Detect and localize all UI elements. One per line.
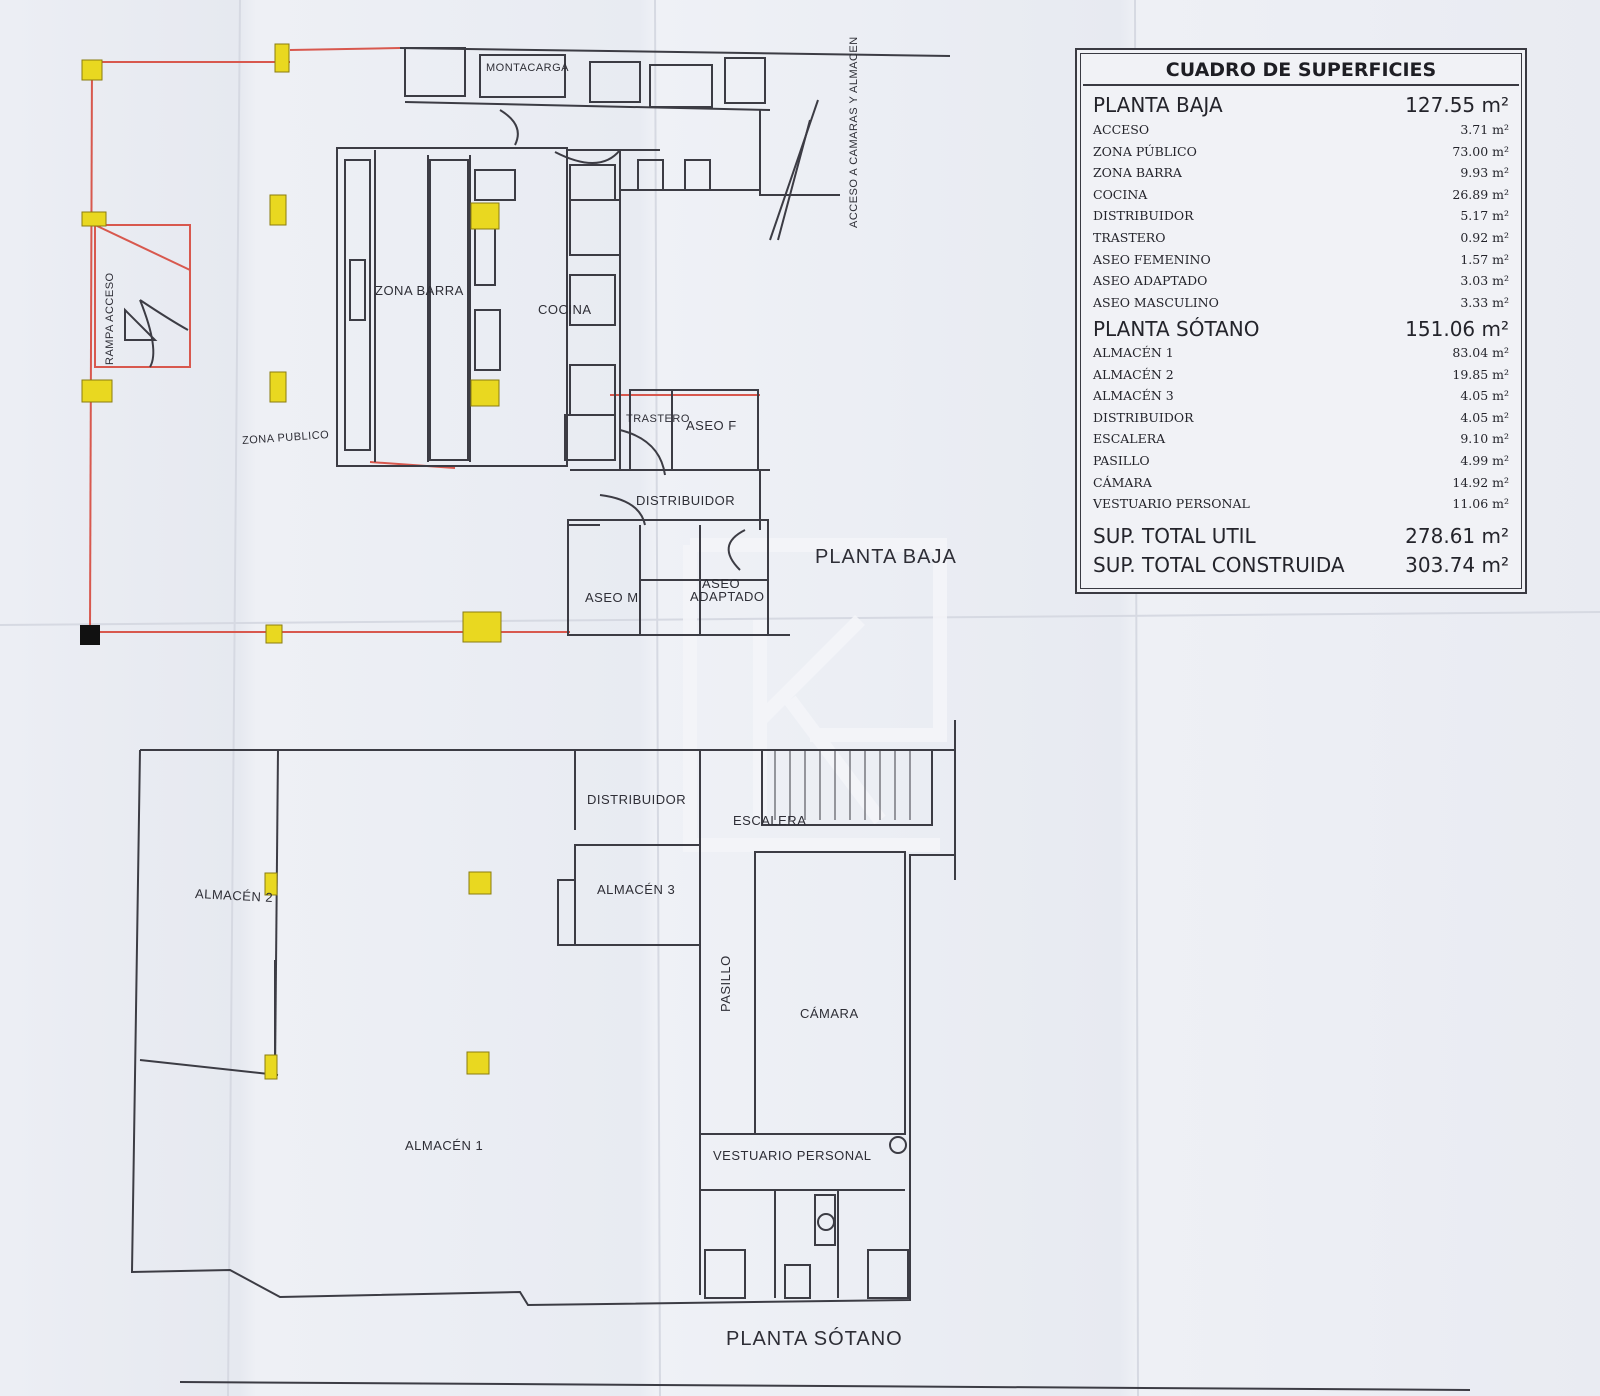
surface-name: ACCESO	[1093, 122, 1150, 137]
room-label-camara: CÁMARA	[800, 1006, 859, 1021]
surface-row: ALMACÉN 3 4.05 m²	[1093, 388, 1509, 403]
surface-row: ALMACÉN 1 83.04 m²	[1093, 345, 1509, 360]
surface-value: 14.92 m²	[1452, 474, 1509, 490]
surface-value: 3.03 m²	[1460, 273, 1509, 289]
surface-value: 0.92 m²	[1460, 230, 1509, 245]
surface-row: COCINA 26.89 m²	[1093, 187, 1509, 202]
surface-row: ASEO MASCULINO 3.33 m²	[1093, 295, 1509, 310]
surface-value: 26.89 m²	[1452, 186, 1509, 202]
surface-name: TRASTERO	[1093, 230, 1166, 245]
room-label-distribuidor-baja: DISTRIBUIDOR	[636, 493, 736, 508]
surface-row: ZONA BARRA 9.93 m²	[1093, 165, 1509, 180]
room-label-pasillo: PASILLO	[718, 955, 733, 1012]
total-util-row: SUP. TOTAL UTIL 278.61 m²	[1093, 524, 1509, 548]
surface-value: 1.57 m²	[1460, 251, 1509, 267]
room-label-rampa-acceso: RAMPA ACCESO	[104, 272, 116, 365]
surface-name: CÁMARA	[1093, 474, 1152, 490]
surface-name: PASILLO	[1093, 453, 1150, 468]
room-label-trastero: TRASTERO	[626, 413, 690, 425]
surface-name: ALMACÉN 3	[1093, 388, 1174, 404]
section-value: 151.06 m²	[1405, 317, 1509, 341]
room-label-distribuidor-sotano: DISTRIBUIDOR	[587, 792, 687, 807]
surface-row: TRASTERO 0.92 m²	[1093, 230, 1509, 245]
surface-name: ESCALERA	[1093, 431, 1166, 447]
surface-name: COCINA	[1093, 186, 1148, 202]
surface-value: 4.05 m²	[1460, 388, 1509, 404]
surface-value: 9.93 m²	[1460, 165, 1509, 181]
basement-title: PLANTA SÓTANO	[726, 1328, 903, 1350]
room-label-aseo-adaptado-2: ADAPTADO	[690, 589, 765, 604]
room-label-zona-barra: ZONA BARRA	[375, 283, 464, 298]
surface-name: DISTRIBUIDOR	[1093, 208, 1194, 224]
room-label-aseo-m: ASEO M	[585, 590, 639, 605]
section-row-planta-baja: PLANTA BAJA 127.55 m²	[1093, 93, 1509, 117]
surface-name: ASEO FEMENINO	[1093, 251, 1211, 267]
section-row-planta-sotano: PLANTA SÓTANO 151.06 m²	[1093, 317, 1509, 341]
section-name: PLANTA BAJA	[1093, 93, 1223, 117]
section-name: PLANTA SÓTANO	[1093, 317, 1260, 341]
total-util-value: 278.61 m²	[1405, 524, 1509, 548]
surface-value: 4.05 m²	[1460, 409, 1509, 425]
room-label-almacen3: ALMACÉN 3	[597, 882, 676, 897]
surface-row: ZONA PÚBLICO 73.00 m²	[1093, 144, 1509, 159]
surface-value: 73.00 m²	[1452, 143, 1509, 159]
surface-name: VESTUARIO PERSONAL	[1093, 496, 1250, 512]
surface-row: DISTRIBUIDOR 5.17 m²	[1093, 208, 1509, 223]
surface-value: 4.99 m²	[1460, 453, 1509, 468]
surface-row: VESTUARIO PERSONAL 11.06 m²	[1093, 496, 1509, 511]
surface-row: DISTRIBUIDOR 4.05 m²	[1093, 410, 1509, 425]
surfaces-table: CUADRO DE SUPERFICIES PLANTA BAJA 127.55…	[1075, 48, 1527, 594]
surface-value: 3.71 m²	[1460, 122, 1509, 137]
surface-value: 83.04 m²	[1452, 345, 1509, 360]
total-construida-value: 303.74 m²	[1405, 553, 1509, 577]
surface-row: CÁMARA 14.92 m²	[1093, 475, 1509, 490]
ground-floor-title: PLANTA BAJA	[815, 546, 957, 568]
surface-name: ZONA BARRA	[1093, 165, 1182, 181]
surface-row: ASEO ADAPTADO 3.03 m²	[1093, 273, 1509, 288]
surface-name: ASEO MASCULINO	[1093, 294, 1219, 310]
surface-value: 19.85 m²	[1452, 366, 1509, 382]
room-label-aseo-adaptado-1: ASEO	[702, 576, 741, 591]
surface-name: ASEO ADAPTADO	[1093, 273, 1208, 289]
surface-name: ZONA PÚBLICO	[1093, 143, 1197, 159]
surface-value: 9.10 m²	[1460, 431, 1509, 447]
total-construida-row: SUP. TOTAL CONSTRUIDA 303.74 m²	[1093, 553, 1509, 577]
surface-name: DISTRIBUIDOR	[1093, 409, 1194, 425]
surface-row: ALMACÉN 2 19.85 m²	[1093, 367, 1509, 382]
room-label-montacarga: MONTACARGA	[486, 62, 570, 74]
room-label-cocina: COCINA	[538, 302, 592, 317]
total-construida-label: SUP. TOTAL CONSTRUIDA	[1093, 553, 1345, 577]
surfaces-table-title: CUADRO DE SUPERFICIES	[1083, 56, 1519, 86]
surface-row: ESCALERA 9.10 m²	[1093, 431, 1509, 446]
room-label-vestuario: VESTUARIO PERSONAL	[713, 1148, 872, 1163]
total-util-label: SUP. TOTAL UTIL	[1093, 524, 1256, 548]
room-label-almacen1: ALMACÉN 1	[405, 1138, 484, 1153]
surface-row: ASEO FEMENINO 1.57 m²	[1093, 252, 1509, 267]
surface-row: ACCESO 3.71 m²	[1093, 122, 1509, 137]
surface-value: 3.33 m²	[1460, 294, 1509, 310]
surface-name: ALMACÉN 1	[1093, 345, 1174, 360]
surface-name: ALMACÉN 2	[1093, 366, 1174, 382]
room-label-acceso-camaras: ACCESO A CAMARAS Y ALMACEN	[848, 36, 860, 228]
room-label-aseo-f: ASEO F	[686, 418, 737, 433]
surface-value: 11.06 m²	[1452, 496, 1509, 512]
surface-value: 5.17 m²	[1460, 208, 1509, 224]
room-label-escalera: ESCALERA	[733, 813, 807, 828]
section-value: 127.55 m²	[1405, 93, 1509, 117]
surface-row: PASILLO 4.99 m²	[1093, 453, 1509, 468]
